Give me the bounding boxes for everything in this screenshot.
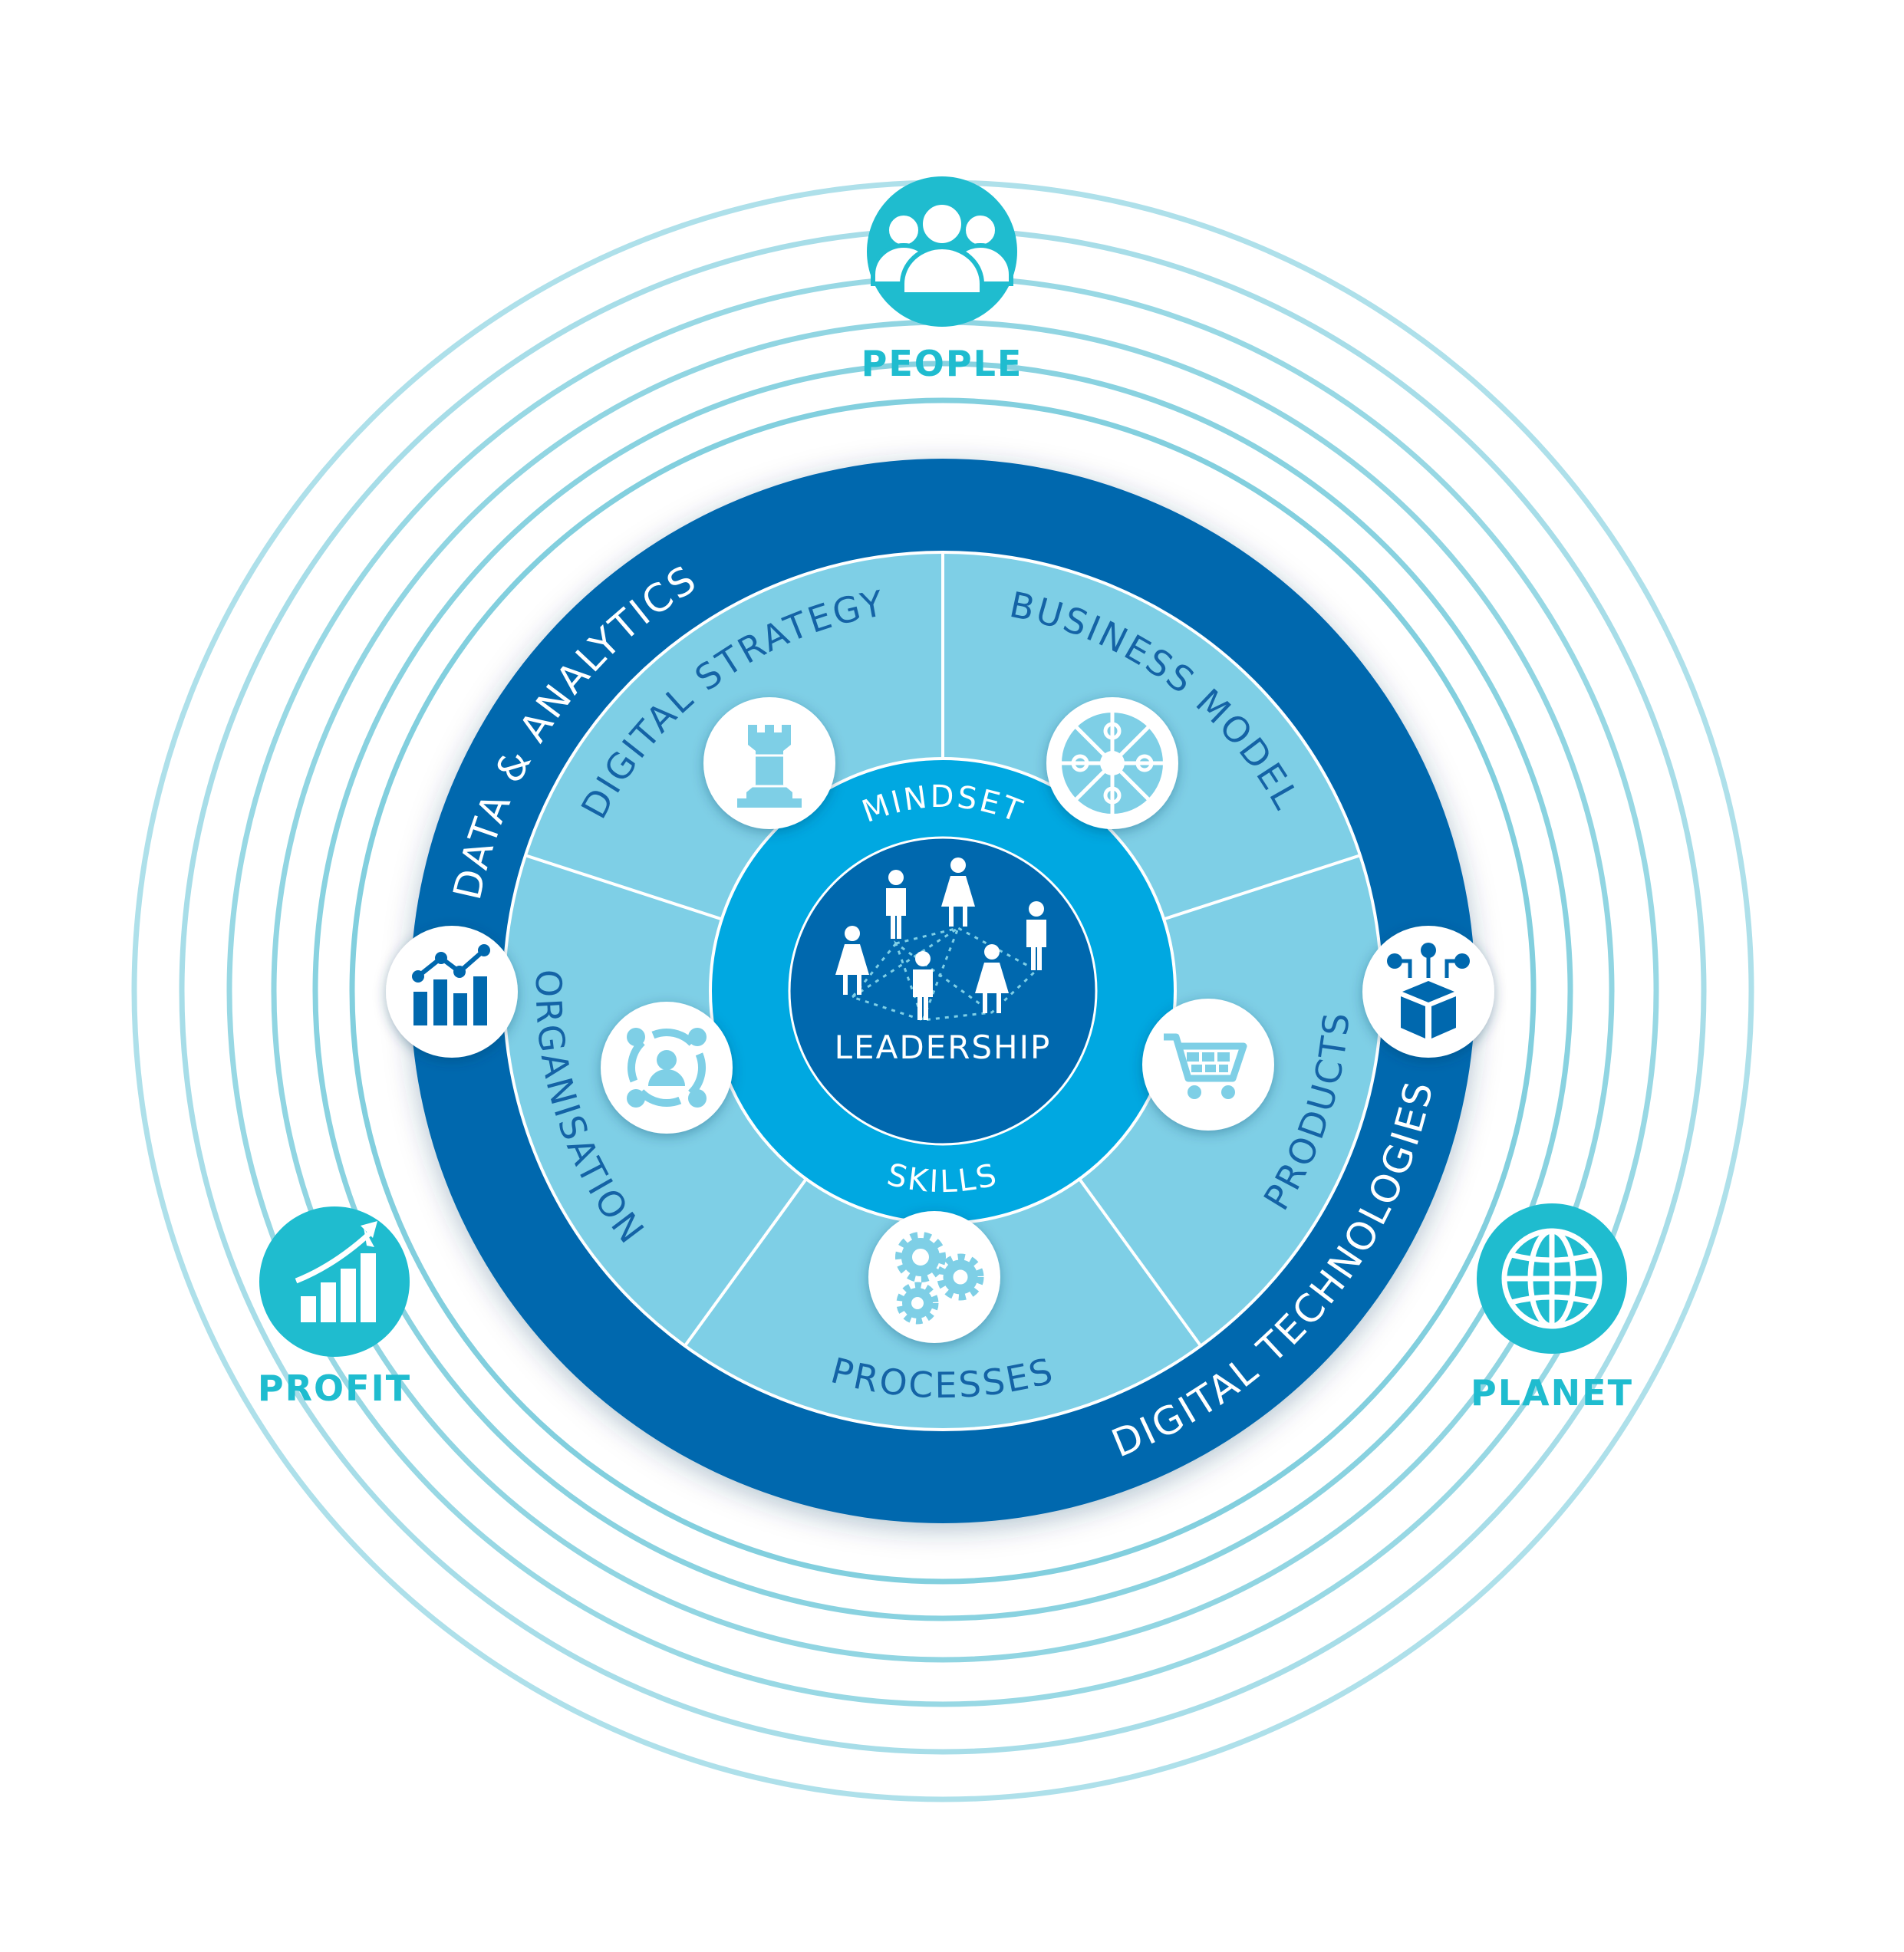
planet-label: PLANET: [1471, 1372, 1633, 1414]
profit-label: PROFIT: [258, 1368, 411, 1409]
ring: [349, 397, 1537, 1585]
growth-chart-icon: [259, 1206, 410, 1357]
segment-divider: [1163, 854, 1361, 921]
puzzle-wheel-icon: [1046, 697, 1178, 829]
people-outcome: PEOPLE: [861, 176, 1023, 384]
shopping-cart-icon: [1142, 999, 1274, 1131]
segment-divider: [684, 1177, 808, 1347]
profit-outcome: PROFIT: [258, 1206, 411, 1409]
chess-rook-icon: [703, 697, 835, 829]
ring: [312, 360, 1573, 1621]
segment-divider: [1078, 1177, 1202, 1347]
connected-cube-icon: [1362, 926, 1494, 1058]
team-network-icon: [835, 857, 1046, 1024]
leadership-circle: [788, 836, 1098, 1146]
person-figure: [975, 944, 1009, 1013]
person-figure: [835, 926, 869, 995]
people-label: PEOPLE: [861, 343, 1023, 384]
planet-outcome: PLANET: [1471, 1203, 1633, 1414]
segment-dividers: [525, 552, 1361, 1347]
person-figure: [886, 870, 906, 939]
person-figure: [941, 857, 975, 927]
person-figure: [1026, 901, 1046, 970]
person-figure: [913, 951, 933, 1020]
segment-divider: [525, 854, 723, 921]
analytics-chart-icon: [386, 926, 518, 1058]
organisation-icon: [601, 1002, 733, 1134]
gears-icon: [868, 1211, 1000, 1343]
leadership-label: LEADERSHIP: [835, 1029, 1052, 1066]
